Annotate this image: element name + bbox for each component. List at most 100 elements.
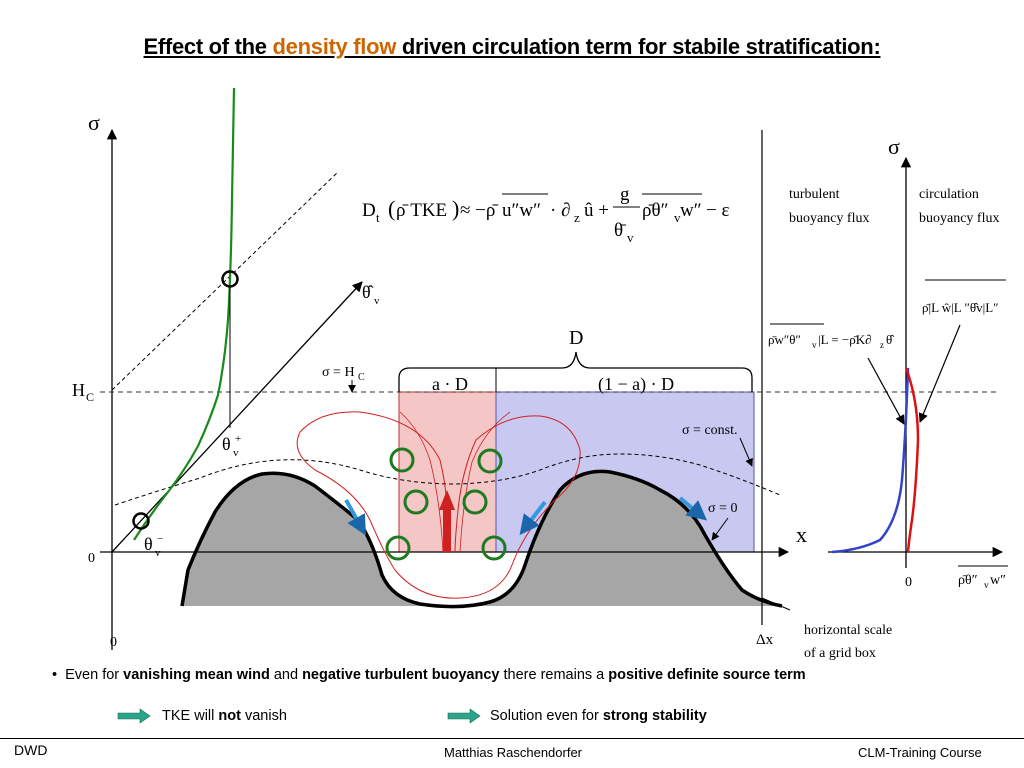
eddy xyxy=(462,489,488,515)
note-solution-bold: strong stability xyxy=(602,708,707,724)
circ-formula-pointer xyxy=(918,324,961,423)
theta-hat-sub: v xyxy=(374,295,380,307)
circulation-outline xyxy=(296,411,581,599)
x-label: x xyxy=(796,522,807,547)
flux-axis-sub: v xyxy=(984,580,989,590)
horizontal-scale-2: of a grid box xyxy=(804,646,876,661)
note-tke-text: TKE will xyxy=(162,708,219,724)
theta-plus-label: θ xyxy=(222,434,231,454)
eq-lhs: D xyxy=(362,200,376,221)
teal-arrow-icon xyxy=(117,708,151,724)
theta-minus-label: θ xyxy=(144,534,153,554)
sigma-hc-label: σ = H xyxy=(322,365,355,380)
circulation-inner xyxy=(399,411,444,553)
sigma-const-line xyxy=(114,453,781,506)
turb-formula-end: θ̂ xyxy=(886,332,895,347)
note-tke-text-2: vanish xyxy=(240,708,287,724)
bullet-text-2: and xyxy=(269,667,303,683)
eq-rho-theta: ρ̄θ″ xyxy=(642,200,669,221)
slide-title: Effect of the density flow driven circul… xyxy=(0,34,1024,60)
sigma-label-right: σ xyxy=(888,134,900,159)
eq-minus-eps: − ε xyxy=(706,200,729,221)
eq-paren-close: ) xyxy=(452,196,459,221)
note-solution-text: Solution even for xyxy=(490,708,603,724)
bullet-bold-3: positive definite source term xyxy=(608,667,806,683)
eddies xyxy=(385,447,507,561)
sigma-zero-pointer xyxy=(711,517,729,541)
title-part-1: Effect of the xyxy=(143,34,273,59)
horizontal-scale-1: horizontal scale xyxy=(804,623,892,638)
eq-rho-theta-sub: v xyxy=(674,210,681,225)
bullet-point: • Even for vanishing mean wind and negat… xyxy=(52,667,806,683)
theta-plus-marker xyxy=(221,270,239,288)
hc-label: H xyxy=(72,380,85,400)
eq-approx: ≈ −ρ̄ xyxy=(460,200,498,221)
bullet-text-1: Even for xyxy=(65,667,124,683)
note-solution: Solution even for strong stability xyxy=(490,708,707,724)
terrain xyxy=(182,471,782,607)
eq-frac-den-sub: v xyxy=(627,230,634,245)
downslope-arrow-left xyxy=(344,499,366,536)
sigma-zero-label: σ = 0 xyxy=(708,501,737,516)
theta-plus-sup: + xyxy=(235,433,241,445)
hc-label-sub: C xyxy=(86,390,94,404)
note-tke-bold: not xyxy=(218,708,241,724)
theta-minus-sub: v xyxy=(155,547,161,559)
circulation-flux-profile xyxy=(904,367,920,553)
eq-lhs-paren: ρ̄ TKE xyxy=(396,200,447,221)
note-tke: TKE will not vanish xyxy=(162,708,287,724)
eq-frac-num: g xyxy=(620,184,630,205)
updraft-arrow-head xyxy=(439,490,455,510)
eq-dot-dz: · ∂ xyxy=(550,200,570,221)
eddy xyxy=(481,535,507,561)
eq-paren-open: ( xyxy=(388,196,395,221)
turbulent-flux-profile xyxy=(831,367,910,554)
title-part-2: driven circulation term for stabile stra… xyxy=(396,34,881,59)
scale-bracket xyxy=(761,597,791,611)
ad-label: a · D xyxy=(432,374,468,394)
d-brace xyxy=(398,351,753,392)
teal-arrow-icon xyxy=(447,708,481,724)
theta-hat-label: θ̂ xyxy=(362,282,374,302)
turb-formula-rest: |L = −ρ̄K∂ xyxy=(818,332,872,347)
eddy xyxy=(477,448,503,474)
flux-zero-label: 0 xyxy=(905,575,912,590)
turb-formula-sub2: z xyxy=(880,340,884,350)
d-label: D xyxy=(569,327,583,349)
circulation-inner-2 xyxy=(459,411,511,553)
eq-lhs-sub: t xyxy=(376,210,380,225)
one-minus-a-label: (1 − a) · D xyxy=(598,374,674,395)
zero-x-label: 0 xyxy=(110,635,117,650)
updraft-arrow-shaft xyxy=(443,508,451,552)
bullet-dot: • xyxy=(52,667,58,683)
tke-equation: D t ( ρ̄ TKE ) ≈ −ρ̄ u″w″ · ∂ z û + g θ̄… xyxy=(362,184,729,245)
sigma-label-left: σ xyxy=(88,110,100,135)
bullet-text-3: there remains a xyxy=(499,667,609,683)
sigma-const-label: σ = const. xyxy=(682,423,738,438)
theta-minus-marker xyxy=(132,512,150,530)
eddy xyxy=(389,447,415,473)
eq-w2: w″ xyxy=(680,200,702,221)
circulation-label-1: circulation xyxy=(919,187,979,202)
theta-profile xyxy=(133,87,236,541)
circulation-label-2: buoyancy flux xyxy=(919,211,999,226)
theta-hat-axis xyxy=(111,281,363,553)
circ-formula: ρ̄|L ŵ|L ″θ̂v|L″ xyxy=(922,300,999,315)
bullet-bold-1: vanishing mean wind xyxy=(123,667,270,683)
footer-right: CLM-Training Course xyxy=(858,745,982,760)
eddy xyxy=(385,535,411,561)
theta-plus-sub: v xyxy=(233,447,239,459)
eq-frac-den: θ̄ xyxy=(614,220,626,241)
bullet-bold-2: negative turbulent buoyancy xyxy=(302,667,500,683)
sigma-const-pointer xyxy=(739,437,753,467)
flux-axis-end: w″ xyxy=(990,573,1006,588)
footer-left: DWD xyxy=(14,742,48,758)
turb-formula-pointer xyxy=(867,357,905,425)
title-highlight: density flow xyxy=(272,34,397,59)
eddy xyxy=(403,489,429,515)
theta-minus-sup: − xyxy=(157,533,163,545)
dx-label: Δx xyxy=(756,632,774,648)
eq-uhat: û + xyxy=(584,200,609,221)
downslope-arrow-center xyxy=(519,500,547,536)
